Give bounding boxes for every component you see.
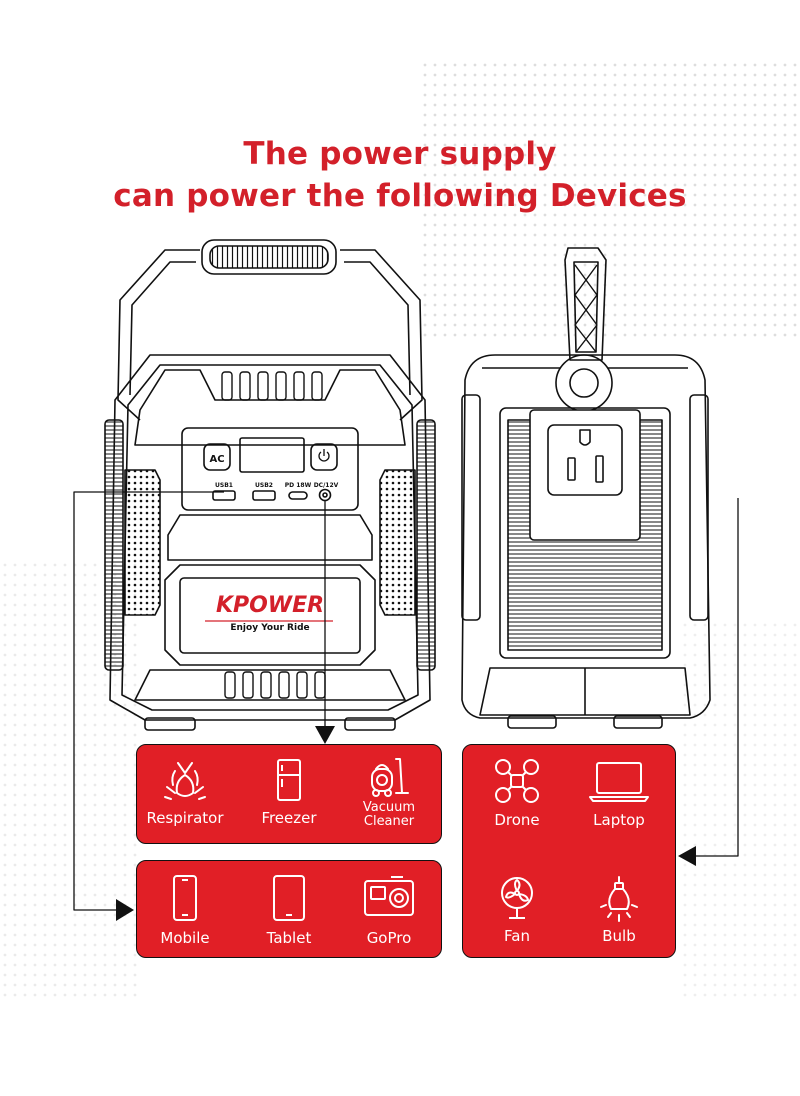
tablet-icon: [273, 875, 305, 921]
device-card-ac: Drone Laptop Fan Bulb: [462, 744, 676, 958]
title-line-2: can power the following Devices: [113, 178, 687, 214]
fan-icon: [501, 877, 533, 919]
device-bulb: Bulb: [575, 875, 663, 945]
device-vacuum-cleaner: Vacuum Cleaner: [347, 755, 431, 828]
title-line-1: The power supply: [243, 136, 557, 172]
device-card-dc: Respirator Freezer Vacuum Cleaner: [136, 744, 442, 844]
usb2-port-label: USB2: [255, 482, 273, 489]
device-respirator: Respirator: [143, 759, 227, 827]
device-laptop: Laptop: [575, 759, 663, 829]
device-fan: Fan: [475, 875, 559, 945]
vacuum-icon: [371, 758, 409, 797]
tablet-label: Tablet: [266, 929, 312, 947]
device-tablet: Tablet: [247, 873, 331, 947]
device-gopro: GoPro: [347, 873, 431, 947]
device-mobile: Mobile: [143, 873, 227, 947]
bulb-label: Bulb: [602, 927, 636, 945]
respirator-label: Respirator: [146, 809, 224, 827]
brand-logo: KPOWER: [216, 593, 324, 618]
bulb-icon: [600, 876, 638, 922]
usb1-port-label: USB1: [215, 482, 233, 489]
ac-button-label: AC: [209, 454, 224, 465]
dc-port-label: DC/12V: [314, 482, 339, 489]
freezer-label: Freezer: [261, 809, 317, 827]
gopro-label: GoPro: [366, 929, 412, 947]
gopro-icon: [364, 876, 414, 916]
mobile-label: Mobile: [160, 929, 210, 947]
laptop-icon: [589, 762, 649, 802]
brand-tagline: Enjoy Your Ride: [230, 623, 309, 633]
mobile-icon: [173, 875, 197, 921]
connector-lines: [73, 491, 739, 911]
arrow-heads: [116, 726, 696, 921]
front-view: [104, 239, 436, 731]
pd-port-label: PD 18W: [285, 482, 312, 489]
vacuum-label-line2: Cleaner: [363, 813, 415, 829]
back-view: [461, 247, 711, 729]
freezer-icon: [277, 759, 301, 801]
laptop-label: Laptop: [593, 811, 645, 829]
device-drone: Drone: [475, 757, 559, 829]
fan-label: Fan: [504, 927, 530, 945]
respirator-icon: [164, 762, 206, 800]
device-freezer: Freezer: [247, 757, 331, 827]
device-card-usb: Mobile Tablet GoPro: [136, 860, 442, 958]
drone-label: Drone: [494, 811, 540, 829]
vacuum-label-line1: Vacuum: [362, 800, 416, 815]
drone-icon: [495, 759, 539, 803]
